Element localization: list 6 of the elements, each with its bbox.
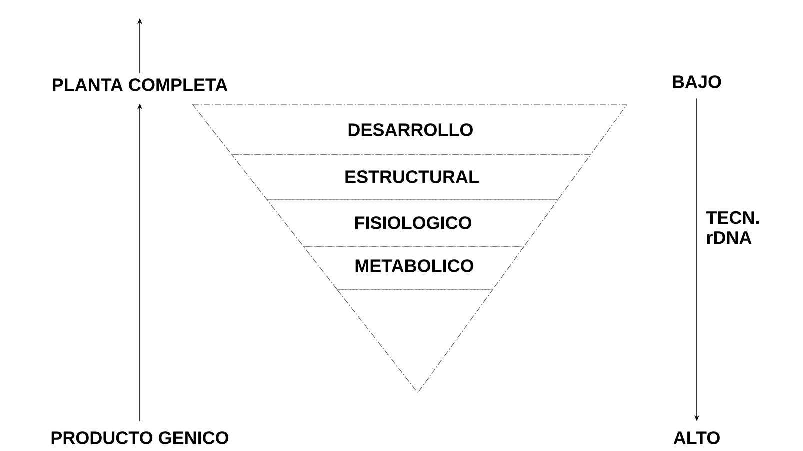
pyramid-band: FISIOLOGICO: [266, 200, 559, 248]
label-text: PRODUCTO GENICO: [52, 432, 229, 444]
label-text: PLANTA COMPLETA: [53, 78, 228, 92]
label-text: BAJO: [673, 76, 722, 88]
edge-label: TECN. rDNA: [706, 211, 759, 244]
label-text: ALTO: [674, 432, 720, 444]
